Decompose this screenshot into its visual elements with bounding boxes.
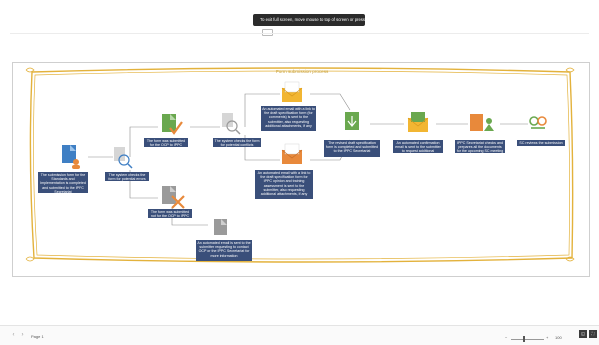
envelope-icon <box>281 81 303 102</box>
prev-page-icon[interactable]: ‹ <box>12 332 15 338</box>
document-icon <box>214 219 227 235</box>
step-system-check-conflicts: The system checks the form for potential… <box>213 138 261 147</box>
diagram-title: Form submission process <box>276 69 329 74</box>
step-system-check-errors: The system checks the form for potential… <box>105 172 149 181</box>
step-revised-draft: The revised draft specification form is … <box>324 140 380 157</box>
magnifier-document-icon <box>114 147 133 169</box>
next-page-icon[interactable]: › <box>21 332 24 338</box>
document-check-icon <box>162 114 183 135</box>
step-email-opinion: An automated email with a link to the dr… <box>255 170 313 199</box>
envelope-icon <box>407 112 429 132</box>
document-download-icon <box>345 112 359 130</box>
step-form-submitted: The form was submitted for the OCP to IP… <box>144 138 188 147</box>
fullscreen-button[interactable]: ⛶ <box>589 330 597 338</box>
envelope-icon <box>281 143 303 164</box>
zoom-out-button[interactable]: − <box>505 335 508 340</box>
step-confirmation-email: An automated confirmation email is sent … <box>393 140 443 153</box>
zoom-in-button[interactable]: + <box>546 335 549 340</box>
step-submission-form: The submission form for the Standards an… <box>38 172 88 193</box>
zoom-slider-thumb[interactable] <box>523 336 525 342</box>
status-bar <box>0 325 599 345</box>
document-reject-icon <box>162 186 185 209</box>
handshake-icon <box>529 116 547 129</box>
scroll-frame <box>25 67 575 263</box>
step-email-comments: An automated email with a link to the dr… <box>261 106 316 131</box>
page-indicator: Page 1 <box>31 334 44 339</box>
document-person-icon <box>62 145 80 169</box>
esc-key-hint: Esc <box>262 29 274 36</box>
zoom-slider-track[interactable] <box>511 339 544 340</box>
fit-slide-button[interactable]: ◱ <box>579 330 587 338</box>
fullscreen-toast-text: To exit full screen, move mouse to top o… <box>260 17 365 22</box>
zoom-percent: 100 <box>555 335 562 340</box>
document-review-icon <box>470 114 494 131</box>
fullscreen-toast: To exit full screen, move mouse to top o… <box>253 14 365 36</box>
step-secretariat-prepares: IPPC Secretariat checks and prepares all… <box>455 140 505 153</box>
header-divider <box>10 33 589 34</box>
step-email-contact: An automated email is sent to the submit… <box>196 240 252 261</box>
magnifier-document-icon <box>222 113 241 135</box>
step-sc-reviews: SC reviews the submission <box>517 140 565 146</box>
step-form-not-submitted: The form was submitted not for the OCP t… <box>148 209 192 218</box>
